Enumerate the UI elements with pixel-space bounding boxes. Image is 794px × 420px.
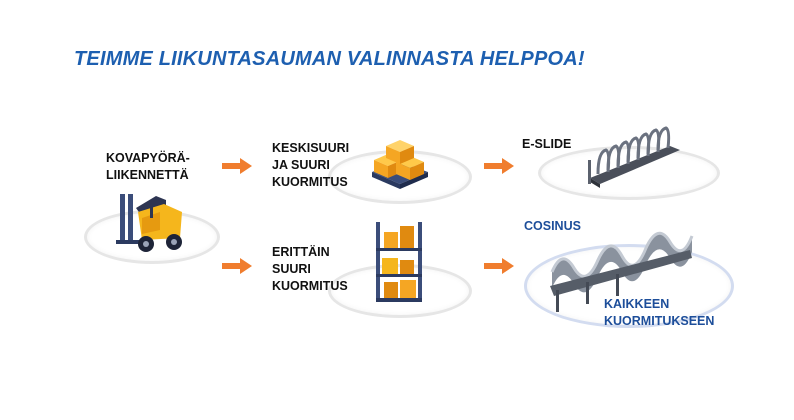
medium-load-label: KESKISUURI JA SUURI KUORMITUS xyxy=(272,140,349,191)
arrow-to-cosinus xyxy=(484,258,514,274)
arrow-to-medium-load xyxy=(222,158,252,174)
shelving-rack-icon xyxy=(376,222,422,302)
heavy-load-label-line3: KUORMITUS xyxy=(272,279,348,293)
forklift-traffic-label: KOVAPYÖRÄ- LIIKENNETTÄ xyxy=(106,150,190,184)
arrow-to-heavy-load xyxy=(222,258,252,274)
medium-load-label-line1: KESKISUURI xyxy=(272,141,350,155)
forklift-traffic-label-line1: KOVAPYÖRÄ- xyxy=(106,151,190,165)
cosinus-ring xyxy=(524,244,734,328)
medium-load-label-line2: JA SUURI xyxy=(272,158,330,172)
forklift-traffic-label-line2: LIIKENNETTÄ xyxy=(106,168,189,182)
heavy-load-label-line1: ERITTÄIN xyxy=(272,245,330,259)
e-slide-joint-icon xyxy=(588,126,680,188)
medium-load-label-line3: KUORMITUS xyxy=(272,175,348,189)
heavy-load-label: ERITTÄIN SUURI KUORMITUS xyxy=(272,244,348,295)
cosinus-tagline-line1: KAIKKEEN xyxy=(604,297,670,311)
pallet-boxes-icon xyxy=(372,140,428,189)
page-title: TEIMME LIIKUNTASAUMAN VALINNASTA HELPPOA… xyxy=(74,48,585,70)
cosinus-tagline-line2: KUORMITUKSEEN xyxy=(604,314,715,328)
cosinus-label: COSINUS xyxy=(524,219,581,233)
heavy-load-label-line2: SUURI xyxy=(272,262,311,276)
e-slide-label: E-SLIDE xyxy=(522,137,572,151)
cosinus-tagline: KAIKKEEN KUORMITUKSEEN xyxy=(604,296,714,330)
forklift-icon xyxy=(116,194,182,252)
cosinus-joint-icon xyxy=(550,231,694,312)
arrow-to-e-slide xyxy=(484,158,514,174)
